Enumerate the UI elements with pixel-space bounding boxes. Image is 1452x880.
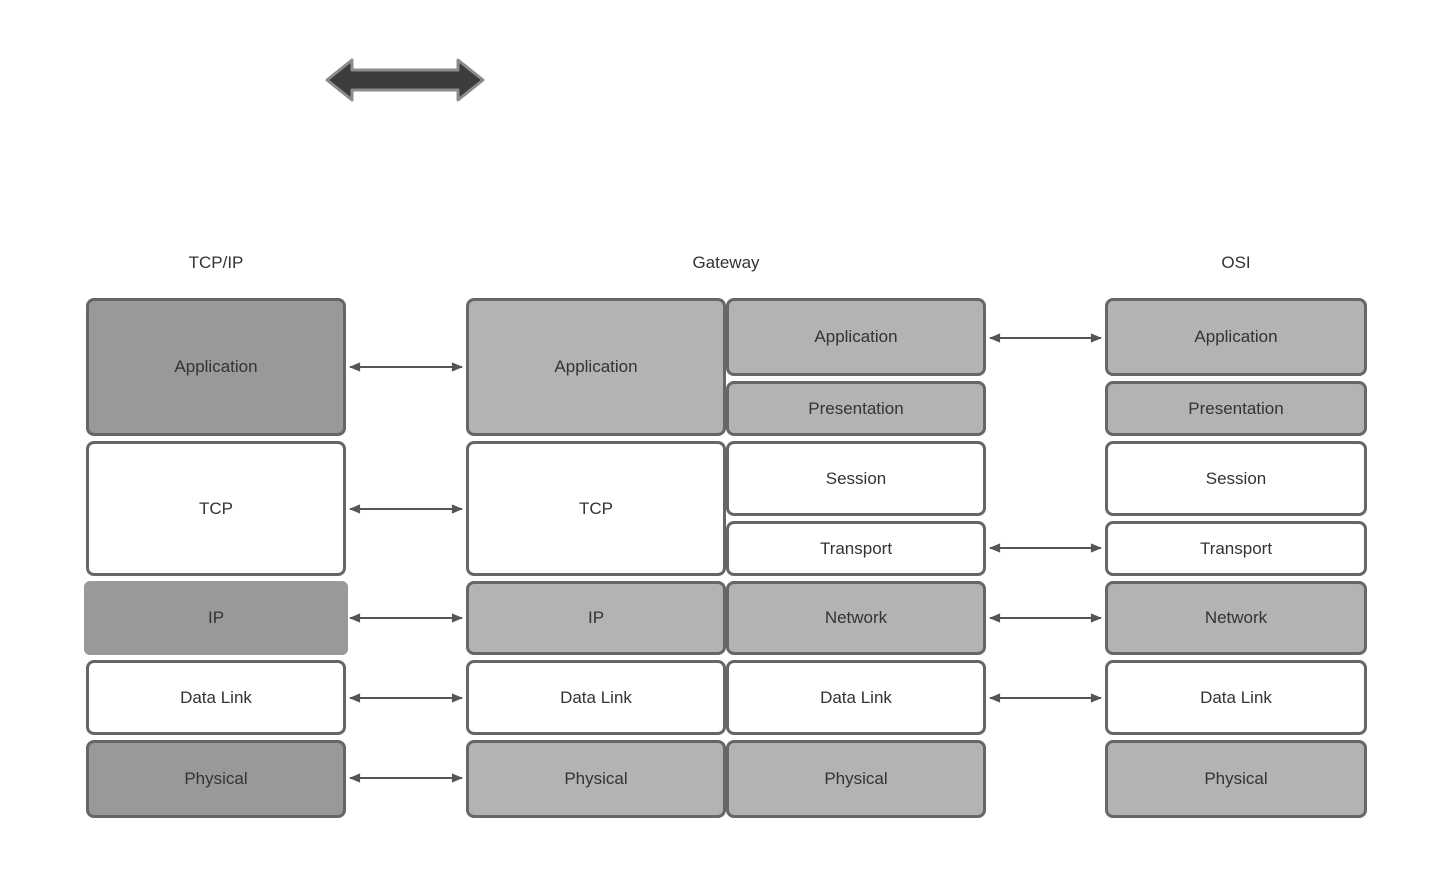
gateway-left-layer-tcp: TCP — [466, 441, 726, 576]
gateway-left-layer-physical: Physical — [466, 740, 726, 818]
column-header-osi: OSI — [1221, 253, 1251, 272]
gateway-right-layer-session: Session — [726, 441, 986, 516]
osi-layer-presentation: Presentation — [1105, 381, 1367, 436]
tcpip-layer-physical: Physical — [86, 740, 346, 818]
tcpip-layer-tcp: TCP — [86, 441, 346, 576]
osi-layer-network: Network — [1105, 581, 1367, 655]
osi-layer-application: Application — [1105, 298, 1367, 376]
gateway-right-layer-physical: Physical — [726, 740, 986, 818]
column-header-gateway: Gateway — [692, 253, 760, 272]
tcpip-layer-ip: IP — [84, 581, 348, 655]
osi-layer-physical: Physical — [1105, 740, 1367, 818]
column-header-tcpip: TCP/IP — [188, 253, 244, 272]
osi-layer-session: Session — [1105, 441, 1367, 516]
gateway-left-layer-datalink: Data Link — [466, 660, 726, 735]
osi-layer-datalink: Data Link — [1105, 660, 1367, 735]
left-right-thick-arrow-icon — [325, 58, 485, 102]
osi-layer-transport: Transport — [1105, 521, 1367, 576]
gateway-left-layer-application: Application — [466, 298, 726, 436]
gateway-right-layer-network: Network — [726, 581, 986, 655]
tcpip-layer-datalink: Data Link — [86, 660, 346, 735]
tcpip-layer-application: Application — [86, 298, 346, 436]
gateway-right-layer-transport: Transport — [726, 521, 986, 576]
gateway-right-layer-datalink: Data Link — [726, 660, 986, 735]
gateway-left-layer-ip: IP — [466, 581, 726, 655]
gateway-right-layer-presentation: Presentation — [726, 381, 986, 436]
gateway-right-layer-application: Application — [726, 298, 986, 376]
